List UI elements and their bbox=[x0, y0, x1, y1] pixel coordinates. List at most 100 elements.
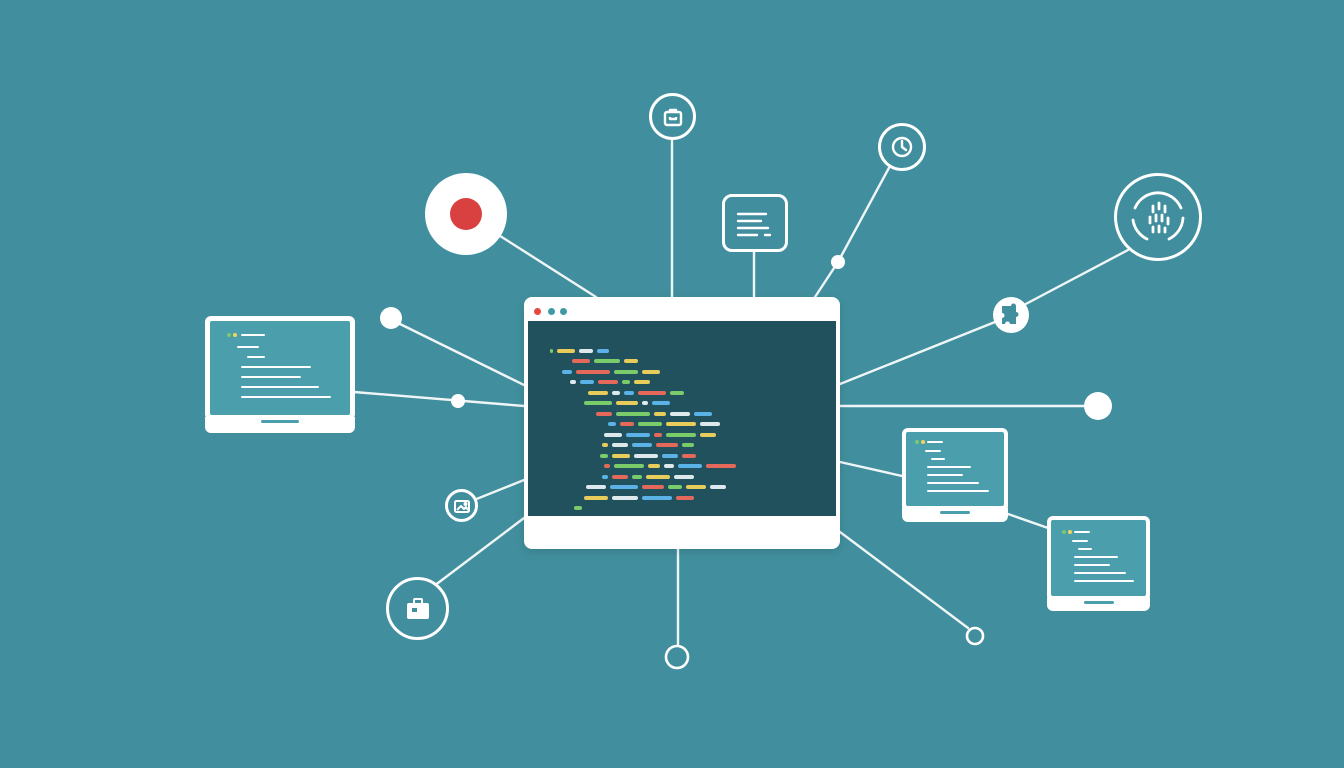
code-token bbox=[632, 474, 642, 479]
code-token bbox=[634, 380, 650, 384]
code-line bbox=[604, 429, 716, 440]
code-token bbox=[576, 369, 610, 374]
connector-puzzle bbox=[838, 320, 997, 386]
laptop-left-bar-1 bbox=[241, 334, 265, 336]
code-editor-window bbox=[524, 297, 840, 549]
code-token bbox=[686, 485, 706, 489]
code-token bbox=[670, 390, 684, 395]
code-token bbox=[706, 464, 736, 468]
code-token bbox=[550, 348, 553, 353]
code-token bbox=[632, 443, 652, 447]
puzzle-piece-icon bbox=[993, 297, 1029, 333]
code-token bbox=[594, 359, 620, 363]
code-token bbox=[597, 348, 609, 353]
code-token bbox=[586, 485, 606, 489]
code-token bbox=[600, 453, 608, 458]
laptop-right-upper bbox=[902, 428, 1008, 522]
code-token bbox=[642, 401, 648, 405]
code-line bbox=[602, 440, 694, 451]
laptop-right-upper-base bbox=[902, 508, 1008, 522]
code-block bbox=[528, 321, 836, 516]
document-lines-icon bbox=[722, 194, 788, 252]
code-token bbox=[579, 348, 593, 353]
code-token bbox=[626, 432, 650, 437]
code-token bbox=[608, 422, 616, 426]
code-token bbox=[616, 411, 650, 416]
code-token bbox=[610, 485, 638, 489]
node-dot-right bbox=[1084, 392, 1112, 420]
code-token bbox=[620, 422, 634, 426]
laptop-rl-bar-7 bbox=[1074, 580, 1134, 582]
laptop-left-bar-3 bbox=[247, 356, 265, 358]
briefcase-icon bbox=[386, 577, 449, 640]
code-screen bbox=[528, 321, 836, 516]
code-token bbox=[614, 369, 638, 374]
laptop-rl-bar-2 bbox=[1072, 540, 1088, 542]
code-line bbox=[584, 492, 694, 503]
laptop-ru-bar-2 bbox=[925, 450, 941, 452]
connector-fingerprint bbox=[1020, 248, 1130, 308]
code-token bbox=[676, 495, 694, 500]
laptop-rl-bar-3 bbox=[1078, 548, 1092, 550]
code-token bbox=[638, 390, 666, 395]
connector-laptop-right-1 bbox=[838, 460, 904, 478]
code-line bbox=[586, 482, 726, 493]
code-token bbox=[612, 474, 628, 479]
code-token bbox=[678, 464, 702, 468]
code-line bbox=[572, 356, 638, 367]
code-line bbox=[570, 377, 650, 388]
code-token bbox=[674, 474, 694, 479]
code-token bbox=[612, 453, 630, 458]
code-token bbox=[642, 495, 672, 500]
laptop-right-lower bbox=[1047, 516, 1150, 611]
laptop-left bbox=[205, 316, 355, 434]
laptop-rl-bar-6 bbox=[1074, 572, 1126, 574]
node-dot-left bbox=[380, 307, 402, 329]
code-token bbox=[682, 443, 694, 447]
code-token bbox=[604, 464, 610, 468]
code-token bbox=[598, 380, 618, 384]
code-token bbox=[602, 443, 608, 447]
window-dot-teal bbox=[548, 308, 555, 315]
code-token bbox=[654, 432, 662, 437]
clock-icon bbox=[878, 123, 926, 171]
code-token bbox=[602, 474, 608, 479]
connector-briefcase bbox=[432, 516, 526, 588]
code-token bbox=[570, 380, 576, 384]
connector-left-dot bbox=[396, 321, 526, 387]
image-icon bbox=[445, 489, 478, 522]
code-line bbox=[608, 419, 720, 430]
laptop-rl-dot-1 bbox=[1062, 530, 1066, 534]
code-token bbox=[574, 506, 582, 510]
laptop-left-dot-2 bbox=[233, 333, 237, 337]
code-token bbox=[562, 369, 572, 374]
code-token bbox=[614, 464, 644, 468]
code-token bbox=[612, 390, 620, 395]
code-line bbox=[596, 408, 712, 419]
laptop-left-base bbox=[205, 417, 355, 433]
node-dot-clock-mid bbox=[831, 255, 845, 269]
code-token bbox=[666, 422, 696, 426]
code-line bbox=[562, 366, 660, 377]
laptop-left-notch bbox=[261, 420, 299, 423]
laptop-rl-bar-5 bbox=[1074, 564, 1110, 566]
code-line bbox=[600, 450, 696, 461]
laptop-right-upper-notch bbox=[940, 511, 970, 514]
code-token bbox=[666, 432, 696, 437]
fingerprint-icon bbox=[1114, 173, 1202, 261]
window-titlebar bbox=[524, 297, 840, 323]
code-token bbox=[624, 359, 638, 363]
code-token bbox=[668, 485, 682, 489]
laptop-right-lower-base bbox=[1047, 598, 1150, 611]
code-token bbox=[670, 411, 690, 416]
code-token bbox=[557, 348, 575, 353]
connector-record bbox=[495, 232, 598, 299]
code-line bbox=[550, 345, 609, 356]
laptop-left-bar-5 bbox=[241, 376, 301, 378]
connector-clock bbox=[836, 164, 892, 264]
connector-bottom-right-ring bbox=[838, 530, 970, 630]
laptop-left-bar-6 bbox=[241, 386, 319, 388]
laptop-left-screen bbox=[210, 321, 350, 415]
connector-lines bbox=[352, 136, 1130, 648]
